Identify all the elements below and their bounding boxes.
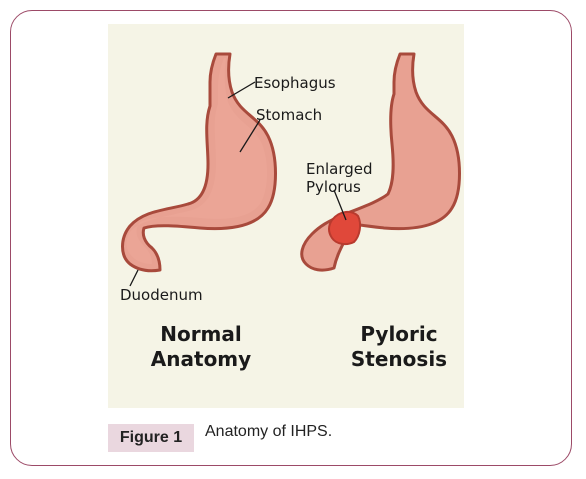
normal-title-line1: Normal (160, 322, 242, 346)
pyloric-title-line1: Pyloric (360, 322, 438, 346)
figure-caption: Anatomy of IHPS. (205, 423, 333, 440)
stomach-leader (239, 119, 261, 153)
label-esophagus: Esophagus (254, 74, 336, 92)
stomach-diagram (121, 52, 461, 287)
normal-stomach (121, 52, 277, 273)
pyloric-title-line2: Stenosis (350, 347, 448, 371)
leader-lines (129, 81, 347, 287)
normal-anatomy-title: Normal Anatomy (136, 322, 266, 372)
label-stomach: Stomach (256, 106, 323, 124)
label-duodenum: Duodenum (120, 286, 203, 304)
enlarged-pylorus-mass (328, 210, 362, 246)
label-pylorus: Pylorus (306, 178, 361, 196)
label-enlarged: Enlarged (306, 160, 373, 178)
normal-title-line2: Anatomy (150, 347, 252, 371)
diagram-panel: Esophagus Stomach Enlarged Pylorus Duode… (108, 24, 464, 408)
duodenum-leader (129, 269, 139, 287)
normal-stomach-inner (126, 58, 268, 264)
pylorus-leader (333, 189, 347, 221)
figure-frame (10, 10, 572, 466)
pyloric-stenosis-title: Pyloric Stenosis (334, 322, 464, 372)
esophagus-leader (227, 81, 256, 99)
pyloric-stomach (300, 52, 461, 272)
figure-badge: Figure 1 (108, 424, 194, 452)
